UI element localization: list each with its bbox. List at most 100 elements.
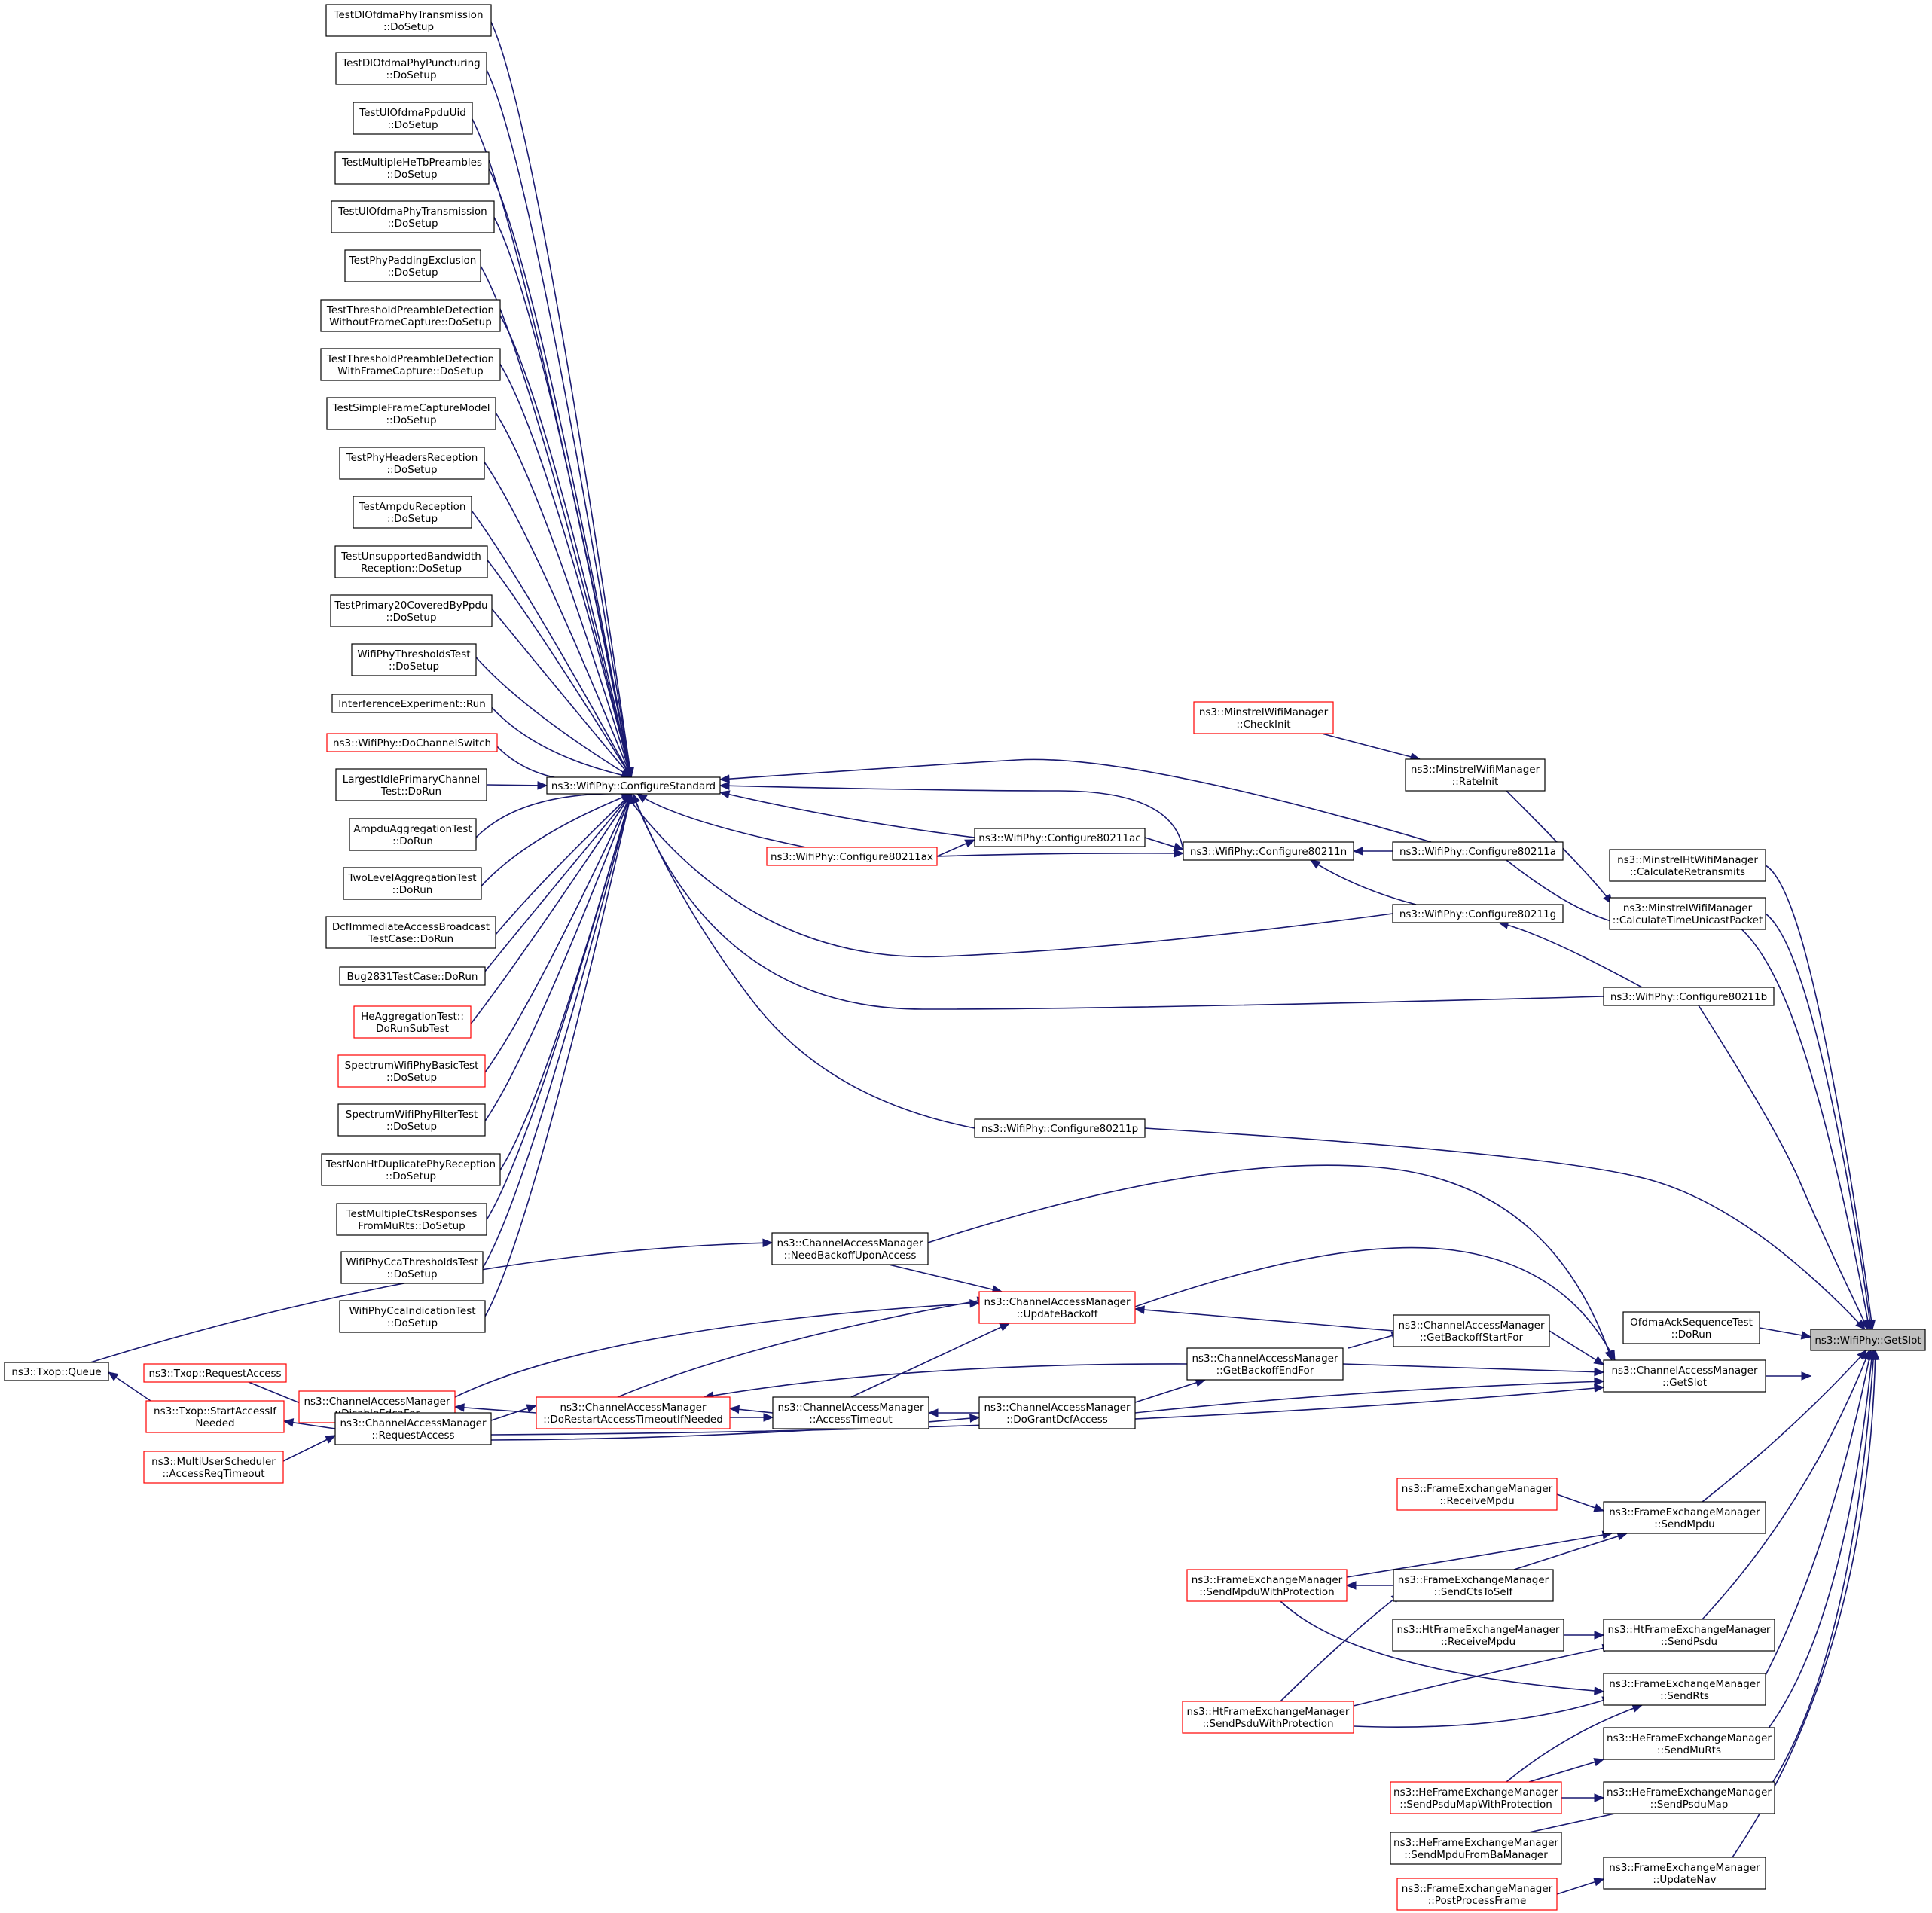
node-label: ns3::ChannelAccessManager xyxy=(1611,1365,1758,1377)
node-ofdma-ack[interactable]: OfdmaAckSequenceTest::DoRun xyxy=(1622,1311,1760,1344)
node-label: ns3::MinstrelWifiManager xyxy=(1199,706,1329,719)
node-fem-updatenav[interactable]: ns3::FrameExchangeManager::UpdateNav xyxy=(1603,1857,1766,1890)
e-updatebackoff-camgetslot xyxy=(1134,1246,1616,1361)
node-t-cca-thresh[interactable]: WifiPhyCcaThresholdsTest::DoSetup xyxy=(340,1251,484,1284)
node-t-interference[interactable]: InterferenceExperiment::Run xyxy=(331,694,493,713)
node-label: ::SendRts xyxy=(1660,1690,1709,1702)
node-fem-receivempdu[interactable]: ns3::FrameExchangeManager::ReceiveMpdu xyxy=(1396,1478,1558,1511)
node-cam-getslot[interactable]: ns3::ChannelAccessManager::GetSlot xyxy=(1603,1359,1766,1393)
node-hefem-sendpsdumap[interactable]: ns3::HeFrameExchangeManager::SendPsduMap xyxy=(1603,1781,1775,1814)
node-cam-updatebackoff[interactable]: ns3::ChannelAccessManager::UpdateBackoff xyxy=(978,1291,1136,1324)
node-label: ns3::Txop::Queue xyxy=(11,1366,101,1378)
node-t-spectrum-basic[interactable]: SpectrumWifiPhyBasicTest::DoSetup xyxy=(337,1054,486,1088)
e-80211ax-standard-arrowhead xyxy=(636,793,648,803)
node-label: ns3::WifiPhy::Configure80211b xyxy=(1610,991,1767,1003)
node-label: ::NeedBackoffUponAccess xyxy=(784,1249,917,1262)
node-t-he-agg[interactable]: HeAggregationTest::DoRunSubTest xyxy=(353,1005,472,1039)
node-label: ns3::WifiPhy::Configure80211n xyxy=(1190,846,1347,858)
node-cfg-80211ac[interactable]: ns3::WifiPhy::Configure80211ac xyxy=(974,828,1146,847)
node-cfg-80211g[interactable]: ns3::WifiPhy::Configure80211g xyxy=(1392,904,1564,923)
node-t-cca-indication[interactable]: WifiPhyCcaIndicationTest::DoSetup xyxy=(339,1300,486,1333)
node-t-unsupported-bw[interactable]: TestUnsupportedBandwidthReception::DoSet… xyxy=(334,545,488,578)
node-label: TestMultipleHeTbPreambles xyxy=(341,157,482,169)
node-t-dlofdma-tx[interactable]: TestDlOfdmaPhyTransmission::DoSetup xyxy=(325,4,492,37)
node-minstrel-checkinit[interactable]: ns3::MinstrelWifiManager::CheckInit xyxy=(1193,701,1334,734)
node-box xyxy=(339,966,486,986)
e-htreceive-htsendpsdu-arrowhead xyxy=(1594,1631,1605,1640)
node-t-ulofdma-uid[interactable]: TestUlOfdmaPpduUid::DoSetup xyxy=(353,102,473,135)
node-txop-queue[interactable]: ns3::Txop::Queue xyxy=(4,1362,109,1381)
node-t-headers[interactable]: TestPhyHeadersReception::DoSetup xyxy=(339,447,485,480)
node-t-dlofdma-punct[interactable]: TestDlOfdmaPhyPuncturing::DoSetup xyxy=(335,52,487,85)
node-box xyxy=(1390,1781,1562,1814)
node-box xyxy=(1603,1781,1775,1814)
node-minstrel-timeunicast[interactable]: ns3::MinstrelWifiManager::CalculateTimeU… xyxy=(1609,897,1766,930)
node-t-spectrum-filter[interactable]: SpectrumWifiPhyFilterTest::DoSetup xyxy=(337,1103,486,1137)
e-receivempdu-sendmpdu-arrowhead xyxy=(1593,1503,1605,1512)
node-configure-standard[interactable]: ns3::WifiPhy::ConfigureStandard xyxy=(546,776,721,795)
node-box xyxy=(1182,1701,1354,1734)
node-cam-needbackoff[interactable]: ns3::ChannelAccessManager::NeedBackoffUp… xyxy=(771,1232,929,1265)
node-box xyxy=(1183,841,1354,861)
node-t-dcf-immediate[interactable]: DcfImmediateAccessBroadcastTestCase::DoR… xyxy=(325,916,496,949)
node-label: ::UpdateBackoff xyxy=(1017,1308,1099,1320)
node-t-twolevel[interactable]: TwoLevelAggregationTest::DoRun xyxy=(343,867,482,900)
node-cam-accesstimeout[interactable]: ns3::ChannelAccessManager::AccessTimeout xyxy=(772,1396,929,1429)
node-cam-dorestart[interactable]: ns3::ChannelAccessManager::DoRestartAcce… xyxy=(536,1396,731,1429)
e-psduwithprot-sendrts xyxy=(1353,1697,1613,1728)
node-htfem-sendpsduwithprot[interactable]: ns3::HtFrameExchangeManager::SendPsduWit… xyxy=(1182,1701,1354,1734)
node-label: ::DoSetup xyxy=(387,267,438,279)
e-requestaccess-camgetslot-arrowhead xyxy=(1594,1384,1605,1393)
e-updatebackoff-camgetslot-arrowhead xyxy=(1607,1350,1616,1362)
node-minstrel-rateinit[interactable]: ns3::MinstrelWifiManager::RateInit xyxy=(1405,758,1546,792)
node-fem-sendmpduwithprot[interactable]: ns3::FrameExchangeManager::SendMpduWithP… xyxy=(1186,1569,1348,1602)
node-cfg-80211n[interactable]: ns3::WifiPhy::Configure80211n xyxy=(1183,841,1354,861)
node-t-ampdu-agg[interactable]: AmpduAggregationTest::DoRun xyxy=(349,818,477,851)
node-t-dochannelswitch[interactable]: ns3::WifiPhy::DoChannelSwitch xyxy=(326,733,498,752)
e-dogrant-camgetslot xyxy=(1134,1381,1604,1414)
node-getslot[interactable]: ns3::WifiPhy::GetSlot xyxy=(1810,1329,1926,1351)
node-t-primary20[interactable]: TestPrimary20CoveredByPpdu::DoSetup xyxy=(330,594,493,627)
node-t-ulofdma-tx[interactable]: TestUlOfdmaPhyTransmission::DoSetup xyxy=(331,200,495,233)
node-t-thresh-w[interactable]: TestThresholdPreambleDetectionWithFrameC… xyxy=(320,348,501,381)
node-t-padding[interactable]: TestPhyPaddingExclusion::DoSetup xyxy=(344,249,481,282)
node-cfg-80211a[interactable]: ns3::WifiPhy::Configure80211a xyxy=(1392,841,1564,861)
node-label: ns3::WifiPhy::Configure80211a xyxy=(1399,846,1556,858)
node-t-simple-capture[interactable]: TestSimpleFrameCaptureModel::DoSetup xyxy=(326,397,496,430)
node-cam-getbackoffstart[interactable]: ns3::ChannelAccessManager::GetBackoffSta… xyxy=(1393,1314,1550,1347)
node-minstrelht-retrans[interactable]: ns3::MinstrelHtWifiManager::CalculateRet… xyxy=(1609,849,1766,882)
node-mu-scheduler[interactable]: ns3::MultiUserScheduler::AccessReqTimeou… xyxy=(143,1451,284,1484)
node-t-ampdu-rx[interactable]: TestAmpduReception::DoSetup xyxy=(353,496,472,529)
node-t-bug2831[interactable]: Bug2831TestCase::DoRun xyxy=(339,966,486,986)
node-t-wifiphy-thresh[interactable]: WifiPhyThresholdsTest::DoSetup xyxy=(351,643,477,676)
node-t-nonht-dup[interactable]: TestNonHtDuplicatePhyReception::DoSetup xyxy=(321,1153,501,1186)
e-psduwithprot-sendctstoself xyxy=(1280,1593,1402,1702)
node-cfg-80211p[interactable]: ns3::WifiPhy::Configure80211p xyxy=(974,1118,1146,1138)
node-cam-getbackoffend[interactable]: ns3::ChannelAccessManager::GetBackoffEnd… xyxy=(1186,1347,1344,1381)
node-fem-sendmpdu[interactable]: ns3::FrameExchangeManager::SendMpdu xyxy=(1603,1501,1766,1534)
node-txop-requestaccess[interactable]: ns3::Txop::RequestAccess xyxy=(143,1363,287,1383)
node-htfem-sendpsdu[interactable]: ns3::HtFrameExchangeManager::SendPsdu xyxy=(1603,1619,1775,1652)
node-label: ::SendCtsToSelf xyxy=(1434,1586,1514,1598)
node-box xyxy=(978,1291,1136,1324)
node-label: ns3::ChannelAccessManager xyxy=(340,1417,487,1429)
node-label: ns3::MinstrelHtWifiManager xyxy=(1617,854,1758,866)
node-t-multi-hetb[interactable]: TestMultipleHeTbPreambles::DoSetup xyxy=(334,151,490,185)
node-cfg-80211b[interactable]: ns3::WifiPhy::Configure80211b xyxy=(1603,987,1775,1006)
e-minstrelht-getslot xyxy=(1765,865,1873,1330)
node-fem-sendctstoself[interactable]: ns3::FrameExchangeManager::SendCtsToSelf xyxy=(1393,1569,1554,1602)
node-fem-sendrts[interactable]: ns3::FrameExchangeManager::SendRts xyxy=(1603,1673,1766,1706)
node-htfem-receivempdu[interactable]: ns3::HtFrameExchangeManager::ReceiveMpdu xyxy=(1392,1619,1564,1652)
node-cam-dogrant[interactable]: ns3::ChannelAccessManager::DoGrantDcfAcc… xyxy=(978,1396,1136,1429)
node-fem-postprocess[interactable]: ns3::FrameExchangeManager::PostProcessFr… xyxy=(1396,1878,1558,1911)
node-hefem-sendmurts[interactable]: ns3::HeFrameExchangeManager::SendMuRts xyxy=(1603,1727,1775,1760)
e-backoffstart-camgetslot-arrowhead xyxy=(1593,1356,1605,1365)
node-t-thresh-wo[interactable]: TestThresholdPreambleDetectionWithoutFra… xyxy=(320,299,501,332)
node-hefem-sendmpdufromba[interactable]: ns3::HeFrameExchangeManager::SendMpduFro… xyxy=(1390,1832,1562,1865)
node-cam-requestaccess[interactable]: ns3::ChannelAccessManager::RequestAccess xyxy=(334,1412,492,1445)
node-cfg-80211ax[interactable]: ns3::WifiPhy::Configure80211ax xyxy=(766,847,938,866)
node-t-multi-cts[interactable]: TestMultipleCtsResponsesFromMuRts::DoSet… xyxy=(336,1203,487,1236)
node-hefem-sendpsdumapwithprot[interactable]: ns3::HeFrameExchangeManager::SendPsduMap… xyxy=(1390,1781,1562,1814)
